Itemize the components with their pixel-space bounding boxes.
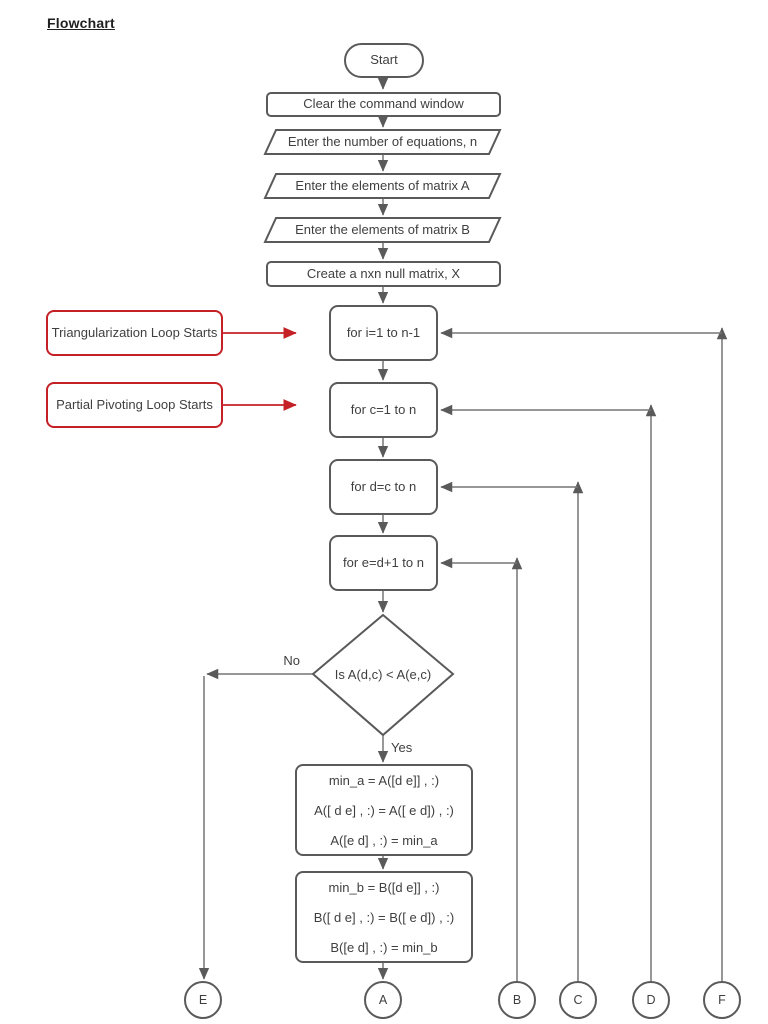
swap-b-line-1: min_b = B([d e]] , :) <box>328 879 440 895</box>
loop-e-box <box>329 535 438 591</box>
loop-d-box <box>329 459 438 515</box>
offpage-circle-e-label: E <box>198 992 208 1007</box>
page-title: Flowchart <box>47 15 115 31</box>
offpage-circle-b-label: B <box>512 992 522 1007</box>
swap-a-line-1: min_a = A([d e]] , :) <box>328 772 440 788</box>
offpage-circle-c-label: C <box>573 992 583 1007</box>
swap-b-line-2: B([ d e] , :) = B([ e d]) , :) <box>313 909 455 925</box>
offpage-circle-d-label: D <box>646 992 656 1007</box>
process-clear-window <box>266 92 501 117</box>
offpage-circle-d <box>632 981 670 1019</box>
offpage-circle-c <box>559 981 597 1019</box>
offpage-circle-a-label: A <box>378 992 388 1007</box>
io-enter-number-equations <box>263 129 502 155</box>
loop-i-label: for i=1 to n-1 <box>346 324 421 340</box>
io-enter-matrix-b <box>263 217 502 243</box>
io-enter-matrix-a <box>263 173 502 199</box>
io-enter-matrix-b-label: Enter the elements of matrix B <box>295 221 470 237</box>
edge-label-yes: Yes <box>391 740 413 755</box>
offpage-circle-e <box>184 981 222 1019</box>
annotation-box-triangularization <box>46 310 223 356</box>
annotation-triangularization-label: Triangularization Loop Starts <box>51 324 218 340</box>
decision-label: Is A(d,c) < A(e,c) <box>334 666 432 682</box>
process-create-null-matrix-label: Create a nxn null matrix, X <box>306 265 461 281</box>
process-swap-b-box <box>295 871 473 963</box>
annotation-arrows <box>222 327 297 411</box>
annotation-partial-pivoting-label: Partial Pivoting Loop Starts <box>56 396 213 412</box>
edge-label-no: No <box>283 653 300 668</box>
loop-c-box <box>329 382 438 438</box>
process-clear-window-label: Clear the command window <box>303 96 464 112</box>
io-enter-number-equations-label: Enter the number of equations, n <box>287 133 478 149</box>
terminator-start <box>344 43 424 78</box>
terminator-start-label: Start <box>370 52 398 68</box>
annotation-boxes <box>46 310 223 428</box>
annotation-box-partial-pivoting <box>46 382 223 428</box>
process-swap-b-lines: min_b = B([d e]] , :) B([ d e] , :) = B(… <box>296 872 472 962</box>
swap-a-line-3: A([e d] , :) = min_a <box>330 832 438 848</box>
offpage-circle-f <box>703 981 741 1019</box>
loop-d-label: for d=c to n <box>350 478 417 494</box>
loop-e-label: for e=d+1 to n <box>343 554 424 570</box>
flow-connectors <box>198 77 728 982</box>
io-enter-matrix-a-label: Enter the elements of matrix A <box>295 177 470 193</box>
process-swap-a-box <box>295 764 473 856</box>
offpage-circle-a <box>364 981 402 1019</box>
swap-a-line-2: A([ d e] , :) = A([ e d]) , :) <box>314 802 454 818</box>
loop-c-label: for c=1 to n <box>350 401 417 417</box>
offpage-circle-b <box>498 981 536 1019</box>
swap-b-line-3: B([e d] , :) = min_b <box>330 939 438 955</box>
flowchart-shapes <box>184 43 741 1019</box>
offpage-circle-f-label: F <box>718 992 726 1007</box>
process-swap-a-lines: min_a = A([d e]] , :) A([ d e] , :) = A(… <box>296 765 472 855</box>
loop-i-box <box>329 305 438 361</box>
process-create-null-matrix <box>266 261 501 287</box>
decision-diamond <box>311 613 455 737</box>
